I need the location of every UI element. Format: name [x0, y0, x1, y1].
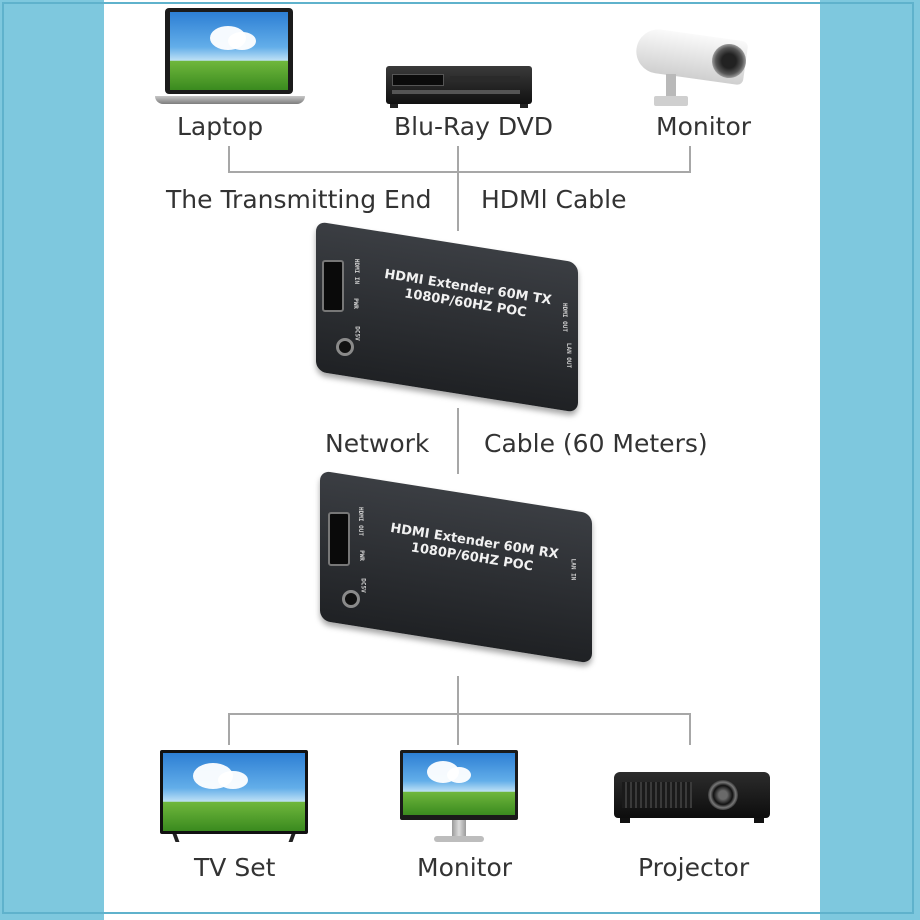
transmitting-end-label: The Transmitting End — [166, 185, 432, 214]
transmitter-dc-jack — [336, 338, 354, 356]
laptop-icon — [155, 8, 305, 108]
bottom-bracket-horizontal — [228, 713, 691, 715]
bottom-bracket-left-drop — [228, 715, 230, 745]
hdmi-cable-line — [457, 173, 459, 231]
hdmi-extender-receiver: HDMI OUT PWR DC5V HDMI Extender 60M RX 1… — [314, 470, 604, 664]
transmitter-hdmi-port-label: HDMI IN — [353, 258, 361, 285]
transmitter-lan-port-label: LAN OUT — [565, 342, 573, 369]
network-cable-line — [457, 408, 459, 474]
receiver-pwr-label: PWR — [357, 550, 365, 561]
bottom-bracket-center-drop — [457, 715, 459, 745]
projector-label: Projector — [638, 853, 750, 882]
projector-icon — [614, 772, 770, 824]
tv-set-label: TV Set — [194, 853, 276, 882]
bottom-bracket-right-drop — [689, 715, 691, 745]
network-label: Network — [325, 429, 430, 458]
display-monitor-label: Monitor — [417, 853, 513, 882]
transmitter-hdmi-port — [322, 260, 344, 312]
hdmi-extender-transmitter: HDMI IN PWR DC5V HDMI Extender 60M TX 10… — [310, 221, 592, 413]
bluray-dvd-label: Blu-Ray DVD — [394, 112, 554, 141]
receiver-dc-label: DC5V — [359, 578, 367, 593]
transmitter-dc-label: DC5V — [353, 326, 361, 341]
bluray-dvd-player-icon — [386, 66, 532, 110]
security-camera-icon — [632, 22, 752, 108]
top-bracket-right-drop — [689, 146, 691, 172]
receiver-side-port-label: LAN IN — [569, 558, 577, 581]
output-cable-line — [457, 676, 459, 714]
transmitter-side-port-label: HDMI OUT — [560, 303, 568, 332]
source-monitor-label: Monitor — [656, 112, 752, 141]
receiver-hdmi-port-label: HDMI OUT — [356, 507, 364, 536]
cable-length-label: Cable (60 Meters) — [484, 429, 708, 458]
transmitter-pwr-label: PWR — [351, 298, 359, 309]
laptop-label: Laptop — [177, 112, 264, 141]
top-bracket-center-drop — [457, 146, 459, 172]
tv-set-icon — [160, 750, 308, 842]
receiver-hdmi-port — [328, 512, 350, 566]
top-bracket-horizontal — [228, 171, 691, 173]
display-monitor-icon — [400, 750, 518, 846]
receiver-dc-jack — [342, 590, 360, 608]
hdmi-cable-label: HDMl Cable — [481, 185, 627, 214]
top-bracket-left-drop — [228, 146, 230, 172]
